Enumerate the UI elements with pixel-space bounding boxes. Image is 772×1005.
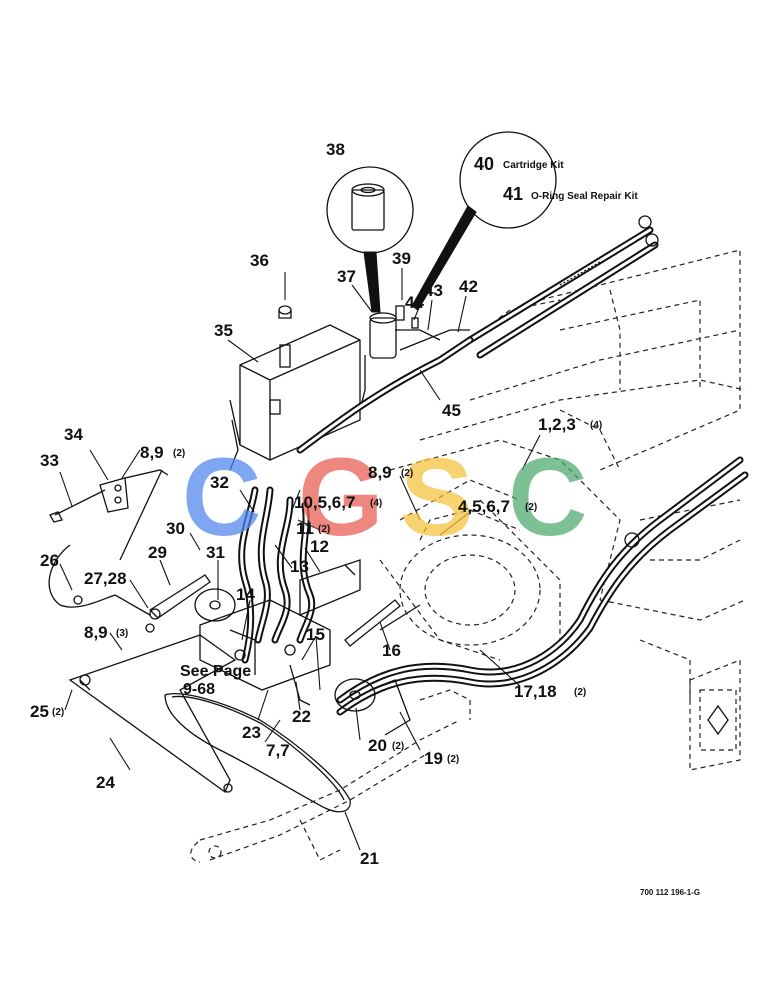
callout-26: 26	[40, 551, 59, 570]
filter-housing	[359, 305, 470, 411]
callout-29: 29	[148, 543, 167, 562]
callout-1-2-3: 1,2,3	[538, 415, 576, 434]
callout-39: 39	[392, 249, 411, 268]
callout-21: 21	[360, 849, 379, 868]
callout-14: 14	[236, 585, 255, 604]
callout-31: 31	[206, 543, 225, 562]
belt-21	[164, 693, 351, 813]
leader-lines	[59, 268, 541, 851]
callout-32: 32	[210, 473, 229, 492]
callout-20-qty: (2)	[392, 741, 404, 752]
callout-38: 38	[326, 140, 345, 159]
kit-notes: 40 Cartridge Kit 41 O-Ring Seal Repair K…	[474, 154, 638, 204]
callout-labels: 38 36 37 39 43 44 42 35 45 34 33 8,9 (2)…	[30, 140, 602, 868]
pulleys	[194, 588, 411, 736]
callout-1-2-3-qty: (4)	[590, 420, 602, 431]
upper-hose-assembly	[466, 215, 659, 359]
kit-41-label: O-Ring Seal Repair Kit	[531, 191, 638, 202]
callout-4-5-6-7: 4,5,6,7	[458, 497, 510, 516]
callout-4-5-6-7-qty: (2)	[525, 502, 537, 513]
drawing-part-number: 700 112 196-1-G	[640, 888, 700, 897]
callout-7-7: 7,7	[266, 741, 290, 760]
callout-35: 35	[214, 321, 233, 340]
callout-12: 12	[310, 537, 329, 556]
drawbar	[190, 689, 471, 863]
callout-34: 34	[64, 425, 83, 444]
callout-44: 44	[405, 293, 424, 312]
callout-25: 25	[30, 702, 49, 721]
lever-29	[145, 574, 211, 633]
filter-detail-bubble	[326, 166, 414, 313]
callout-45: 45	[442, 401, 461, 420]
watermark-letter-g: G	[298, 436, 384, 559]
callout-11: 11	[296, 519, 314, 538]
callout-10-5-6-7-qty: (4)	[370, 498, 382, 509]
callout-22: 22	[292, 707, 311, 726]
callout-16: 16	[382, 641, 401, 660]
callout-11-qty: (2)	[318, 524, 330, 535]
callout-15: 15	[306, 625, 325, 644]
callout-8-9-b: 8,9	[368, 463, 392, 482]
callout-20: 20	[368, 736, 387, 755]
control-valve-block	[199, 599, 331, 706]
kit-40-number: 40	[474, 154, 494, 174]
callout-19: 19	[424, 749, 443, 768]
callout-8-9-a-qty: (2)	[173, 448, 185, 459]
kit-41-number: 41	[503, 184, 523, 204]
callout-10-5-6-7: 10,5,6,7	[294, 493, 355, 512]
kit-40-label: Cartridge Kit	[503, 160, 564, 171]
callout-17-18-qty: (2)	[574, 687, 586, 698]
hose-45	[296, 336, 474, 454]
bracket-12	[299, 559, 361, 616]
callout-17-18: 17,18	[514, 682, 557, 701]
callout-8-9-a: 8,9	[140, 443, 164, 462]
page-reference-line1: See Page	[180, 663, 251, 680]
long-hose-17-18	[336, 456, 749, 716]
page-reference: See Page 9-68	[180, 663, 251, 698]
page-reference-line2: 9-68	[183, 681, 215, 698]
callout-25-qty: (2)	[52, 707, 64, 718]
callout-36: 36	[250, 251, 269, 270]
latch-assembly	[49, 469, 169, 561]
callout-8-9-c: 8,9	[84, 623, 108, 642]
watermark-logo: C G S C	[182, 436, 587, 559]
callout-13: 13	[290, 557, 309, 576]
callout-8-9-b-qty: (2)	[401, 468, 413, 479]
machine-frame	[379, 249, 746, 771]
callout-23: 23	[242, 723, 261, 742]
rod-16	[344, 599, 421, 647]
callout-37: 37	[337, 267, 356, 286]
cable-26	[48, 544, 151, 616]
callout-27-28: 27,28	[84, 569, 127, 588]
hydraulic-hoses	[238, 486, 316, 664]
watermark-letter-s: S	[400, 436, 473, 559]
callout-33: 33	[40, 451, 59, 470]
watermark-letter-c2: C	[508, 436, 587, 559]
reservoir-tank	[229, 305, 361, 471]
callout-24: 24	[96, 773, 115, 792]
watermark-letter-c1: C	[182, 436, 261, 559]
callout-19-qty: (2)	[447, 754, 459, 765]
callout-42: 42	[459, 277, 478, 296]
callout-8-9-c-qty: (3)	[116, 628, 128, 639]
callout-43: 43	[424, 281, 443, 300]
callout-30: 30	[166, 519, 185, 538]
shield-24	[68, 634, 237, 794]
